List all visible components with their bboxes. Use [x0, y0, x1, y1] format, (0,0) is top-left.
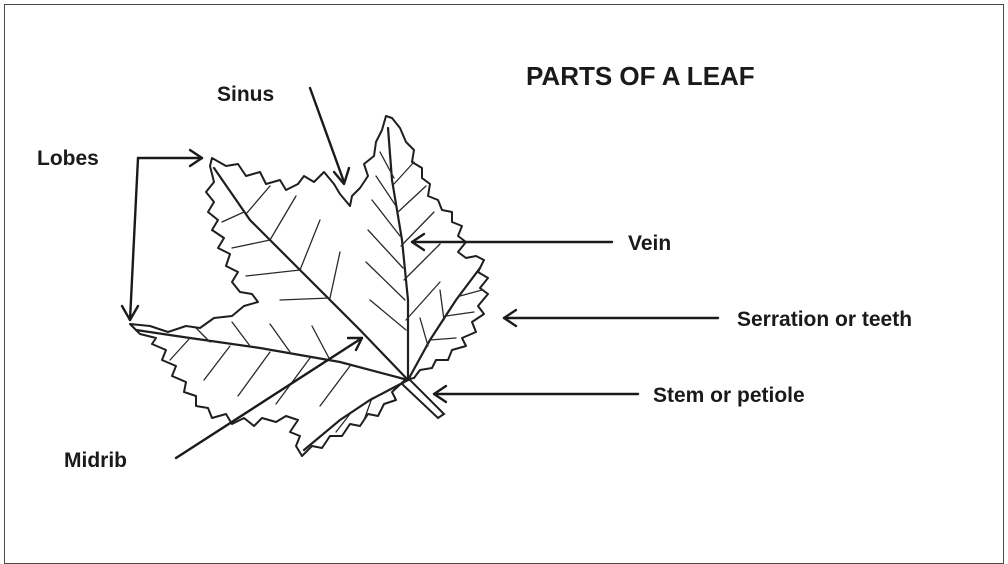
serration-arrow: [504, 310, 718, 326]
stem-arrow: [434, 386, 638, 402]
label-serration: Serration or teeth: [737, 308, 912, 331]
leaf-stem: [402, 378, 444, 418]
label-midrib: Midrib: [64, 449, 127, 472]
label-stem: Stem or petiole: [653, 384, 805, 407]
label-vein: Vein: [628, 232, 671, 255]
label-lobes: Lobes: [37, 147, 99, 170]
sinus-arrow: [310, 88, 349, 184]
diagram-title: PARTS OF A LEAF: [526, 61, 755, 91]
lobes-arrows: [122, 150, 202, 320]
label-sinus: Sinus: [217, 83, 274, 106]
